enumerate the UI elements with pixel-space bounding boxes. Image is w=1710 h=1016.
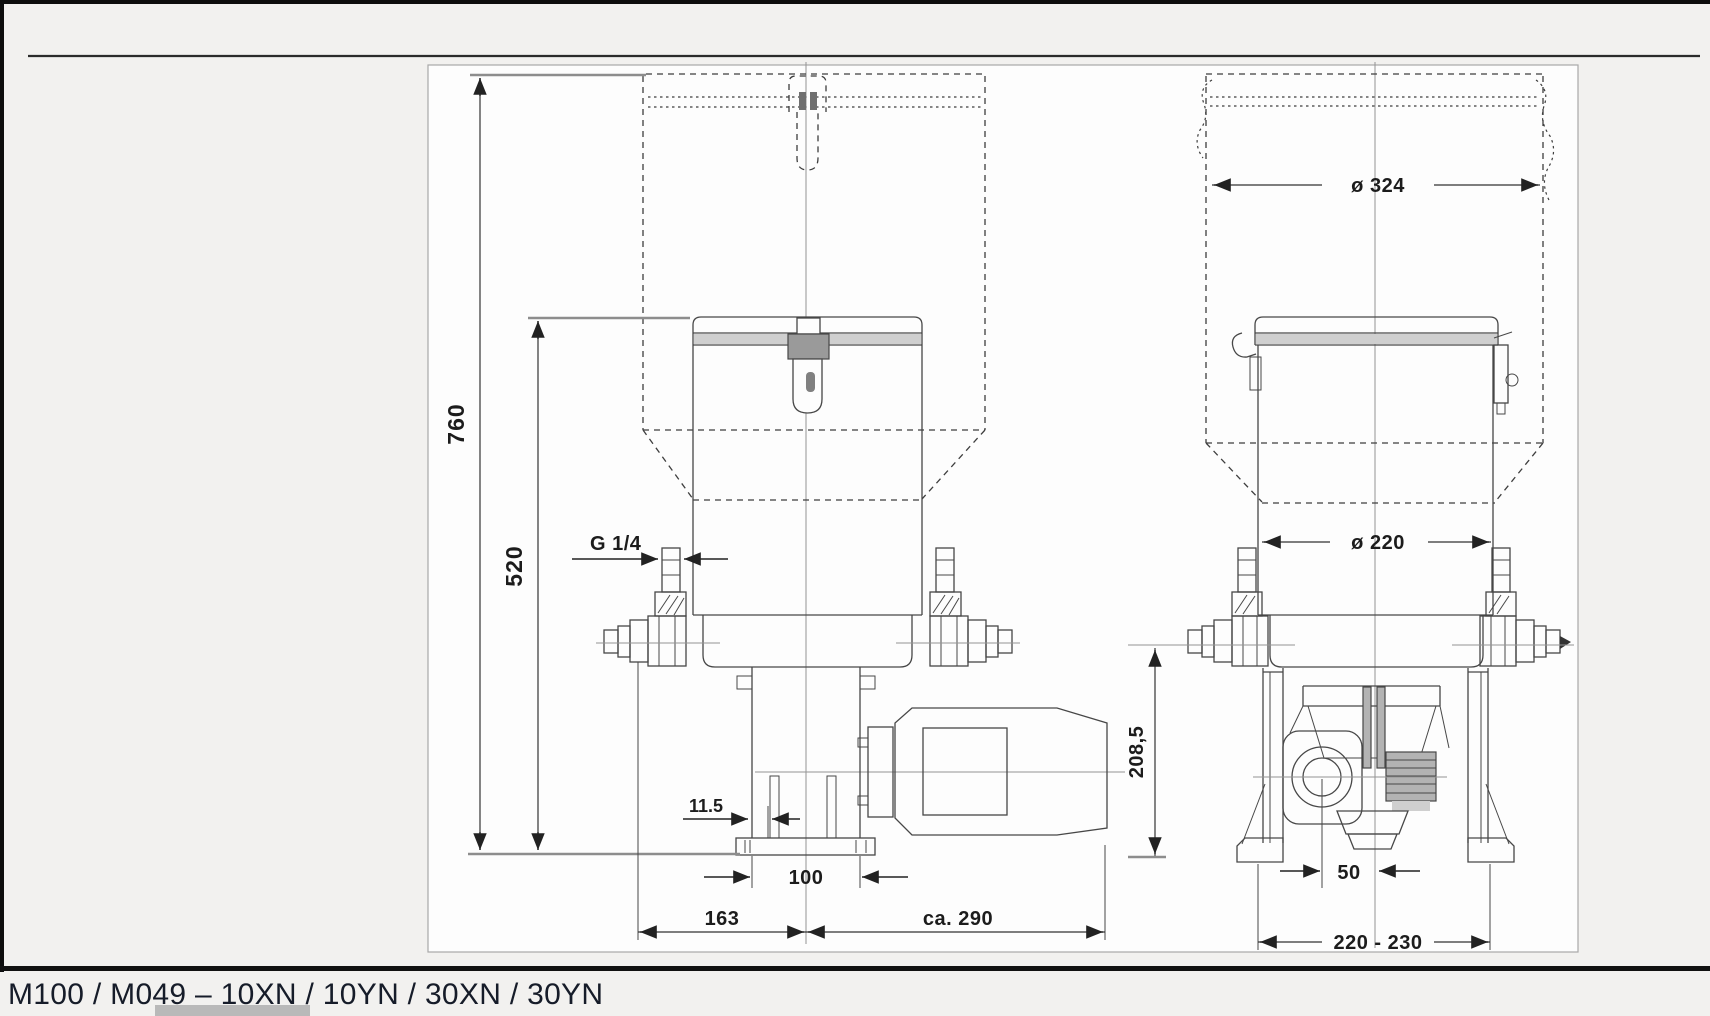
side-fitting-left bbox=[1128, 547, 1295, 667]
dim-11-5: 11.5 bbox=[683, 796, 800, 838]
side-foot-left bbox=[1236, 837, 1284, 863]
footer-rule bbox=[0, 966, 1710, 971]
sump bbox=[1336, 810, 1409, 835]
lid-clamp bbox=[787, 317, 830, 414]
dim-label-center-offset: 50 bbox=[1337, 862, 1360, 884]
page-border-top bbox=[0, 0, 1710, 4]
drawing-canvas bbox=[427, 64, 1579, 953]
side-legs bbox=[1236, 668, 1515, 863]
dim-50: 50 bbox=[1280, 779, 1420, 888]
foot-plate bbox=[735, 837, 876, 856]
motor-terminal-box bbox=[922, 727, 1008, 816]
dim-label-foot-offset: 11.5 bbox=[689, 796, 723, 816]
outlet-fitting-left bbox=[596, 547, 720, 667]
side-foot-right bbox=[1467, 837, 1515, 863]
dim-324: ø 324 bbox=[1212, 175, 1540, 197]
lid-hook-left bbox=[1231, 332, 1257, 358]
handle-detail bbox=[799, 92, 806, 110]
front-view: 760 520 G 1/4 11.5 bbox=[443, 62, 1125, 944]
side-lid-raised-dashed bbox=[1196, 73, 1555, 504]
lid-latch-dashed-right bbox=[1535, 79, 1555, 203]
bolt-tip bbox=[1560, 636, 1571, 649]
side-fitting-right bbox=[1452, 547, 1574, 667]
side-base-housing bbox=[1269, 615, 1484, 668]
lid-handle bbox=[788, 75, 827, 171]
page-border-left bbox=[0, 0, 4, 972]
dim-760: 760 bbox=[443, 73, 646, 850]
dim-163-290: 163 ca. 290 bbox=[637, 662, 1106, 940]
motor-body bbox=[894, 707, 1108, 836]
dim-100: 100 bbox=[704, 856, 908, 889]
footer-partial-box bbox=[155, 1005, 310, 1016]
dim-220: ø 220 bbox=[1262, 532, 1491, 554]
pump-column bbox=[735, 667, 876, 856]
side-view: ø 324 ø 220 bbox=[1126, 62, 1574, 954]
handle-detail bbox=[810, 92, 817, 110]
dim-208-5: 208,5 bbox=[1126, 648, 1166, 859]
dim-label-motor-span: ca. 290 bbox=[923, 908, 993, 930]
dim-label-housing-width: 100 bbox=[789, 867, 824, 889]
lid-latch-dashed-left bbox=[1196, 79, 1213, 159]
dim-label-reservoir-diameter: ø 220 bbox=[1351, 532, 1405, 554]
dim-220-230: 220 - 230 bbox=[1257, 864, 1491, 954]
drawing-caption: M100 / M049 – 10XN / 10YN / 30XN / 30YN bbox=[8, 978, 603, 1011]
dim-520: 520 bbox=[468, 316, 740, 856]
dim-g14: G 1/4 bbox=[572, 533, 728, 566]
side-reservoir bbox=[1231, 316, 1519, 616]
dim-label-left-span: 163 bbox=[705, 908, 740, 930]
dim-label-mounting-span: 220 - 230 bbox=[1333, 932, 1422, 954]
dim-label-axis-height: 208,5 bbox=[1126, 726, 1148, 779]
front-lid-raised-dashed bbox=[642, 73, 986, 501]
dim-label-lid-diameter: ø 324 bbox=[1351, 175, 1405, 197]
dim-label-reservoir-height: 520 bbox=[501, 545, 527, 586]
motor bbox=[857, 707, 1108, 836]
dim-label-outlet-thread: G 1/4 bbox=[590, 533, 642, 555]
motor-flange bbox=[867, 726, 894, 818]
outlet-fitting-right bbox=[896, 547, 1020, 667]
front-base-housing bbox=[702, 615, 913, 668]
clamp-slot bbox=[806, 372, 815, 392]
dim-label-overall-height: 760 bbox=[443, 403, 469, 444]
